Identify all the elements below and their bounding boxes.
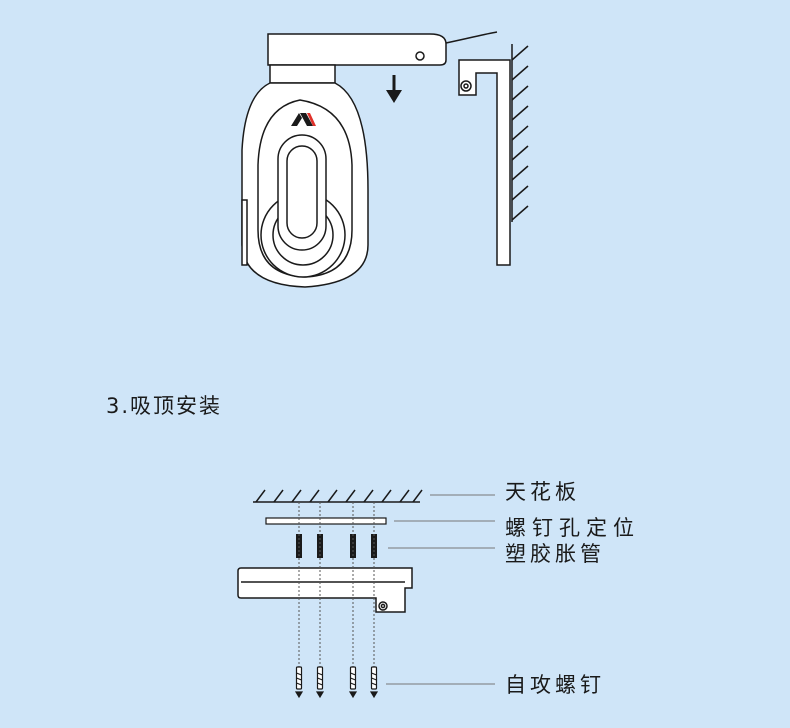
screw-3 bbox=[348, 666, 358, 699]
label-tapping-screw: 自攻螺钉 bbox=[505, 673, 605, 697]
camera-cable bbox=[445, 31, 498, 44]
label-ceiling: 天花板 bbox=[505, 480, 580, 504]
label-screw-hole-position: 螺钉孔定位 bbox=[505, 516, 640, 540]
camera-neck bbox=[269, 64, 336, 84]
label-plastic-anchor: 塑胶胀管 bbox=[505, 542, 605, 566]
screw-4 bbox=[369, 666, 379, 699]
wall-hatching bbox=[511, 44, 529, 222]
screw-2 bbox=[315, 666, 325, 699]
camera-side-left bbox=[241, 199, 248, 266]
wall-bracket bbox=[458, 59, 511, 266]
camera-top-plate bbox=[267, 33, 447, 66]
section-title: 3.吸顶安装 bbox=[106, 394, 223, 418]
mount-screw-hole bbox=[415, 51, 425, 61]
arrow-down-icon bbox=[386, 75, 402, 103]
plastic-anchors bbox=[296, 534, 377, 558]
ceiling-bracket bbox=[237, 567, 413, 613]
leader-lines bbox=[386, 494, 495, 685]
brand-logo bbox=[291, 113, 316, 126]
screw-1 bbox=[294, 666, 304, 699]
positioning-template bbox=[265, 517, 387, 525]
tapping-screws bbox=[294, 666, 379, 699]
ceiling-hatching bbox=[253, 489, 423, 503]
camera-pill-inner bbox=[286, 145, 318, 239]
camera-illustration bbox=[241, 31, 498, 288]
